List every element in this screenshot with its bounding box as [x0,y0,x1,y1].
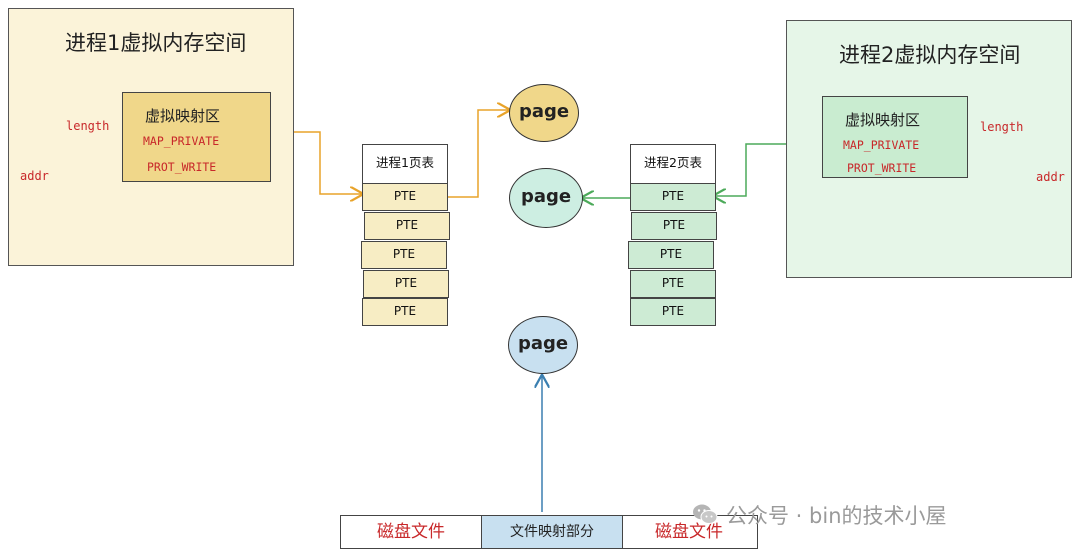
process2-pte-row: PTE [630,298,716,326]
process1-space-title: 进程1虚拟内存空间 [65,31,247,55]
process1-flag-map: MAP_PRIVATE [143,134,220,148]
process2-flag-prot: PROT_WRITE [847,161,917,175]
physical-page-middle: page [509,168,583,228]
process1-pte-row: PTE [364,212,450,240]
p1-vma-to-pte-arrow [271,131,362,194]
process2-pagetable-title: 进程2页表 [630,144,716,184]
disk-file-bar: 磁盘文件 文件映射部分 磁盘文件 [340,515,758,549]
process2-flag-map: MAP_PRIVATE [843,138,920,152]
process1-flag-prot: PROT_WRITE [147,160,217,174]
physical-page-top: page [509,84,579,142]
process1-pte-row: PTE [361,241,447,269]
file-mapped-segment: 文件映射部分 [481,516,623,548]
process2-space-title: 进程2虚拟内存空间 [839,43,1021,67]
process2-pte-row: PTE [630,183,716,211]
wechat-icon [693,504,718,524]
process1-pte-row: PTE [362,183,448,211]
process1-pte-row: PTE [363,270,449,298]
process1-pagetable-title: 进程1页表 [362,144,448,184]
process1-pte-row: PTE [362,298,448,326]
process2-pte-row: PTE [630,270,716,298]
p2-vma-to-pte-arrow [714,143,822,196]
process2-pte-row: PTE [628,241,714,269]
process1-addr-label: addr [20,169,49,183]
watermark-text: 公众号 · bin的技术小屋 [726,504,947,528]
process2-vma-title: 虚拟映射区 [845,111,921,129]
process2-vma: 虚拟映射区 MAP_PRIVATE PROT_WRITE [822,96,968,178]
process2-addr-label: addr [1036,170,1065,184]
disk-file-right-segment: 磁盘文件 [655,522,723,542]
process2-length-label: length [980,120,1024,134]
process1-vma-title: 虚拟映射区 [145,107,221,125]
process1-vma: 虚拟映射区 MAP_PRIVATE PROT_WRITE [122,92,271,182]
process1-length-label: length [66,119,110,133]
disk-file-left-segment: 磁盘文件 [377,522,445,542]
physical-page-bottom: page [508,316,578,374]
p1-pte-to-page-arrow [446,110,509,198]
process2-pte-row: PTE [631,212,717,240]
